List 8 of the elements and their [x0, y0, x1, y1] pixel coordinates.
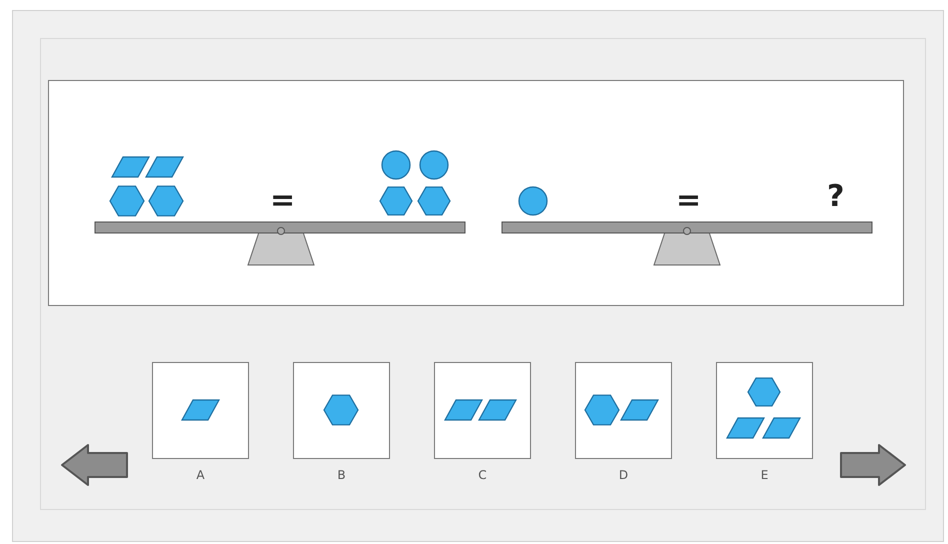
option-letter: A [195, 468, 206, 482]
equals-sign: = [270, 186, 296, 216]
option-letter: C [477, 468, 488, 482]
option-letter: D [618, 468, 630, 482]
question-mark: ? [827, 182, 844, 212]
option-letter: E [760, 468, 770, 482]
option-letter: B [336, 468, 347, 482]
equals-sign: = [676, 186, 702, 216]
